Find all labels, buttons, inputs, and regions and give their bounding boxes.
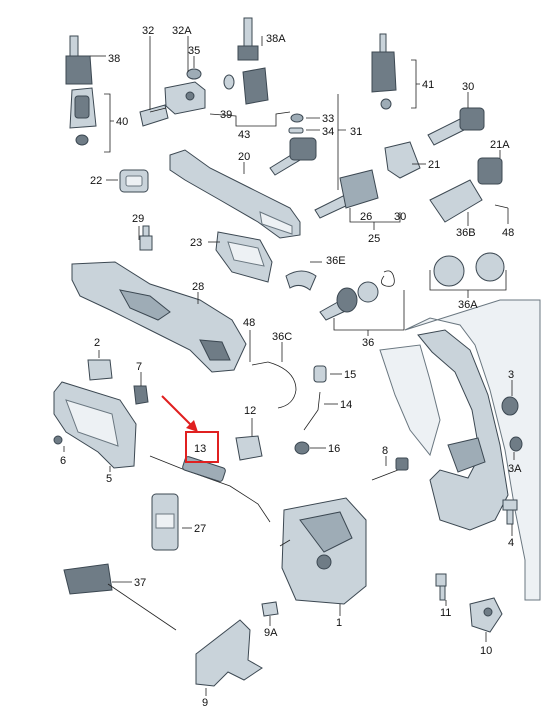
lock-barrel-36B: [429, 157, 509, 223]
leader-lines: [63, 36, 515, 696]
callout-36: 36: [362, 337, 374, 349]
callout-10: 10: [480, 645, 492, 657]
callout-37: 37: [134, 577, 146, 589]
callout-9A: 9A: [264, 627, 278, 639]
callout-32: 32: [142, 25, 154, 37]
clip-9A: [261, 601, 279, 617]
callout-30: 30: [394, 211, 406, 223]
callout-48-a: 48: [502, 227, 514, 239]
remote-key-41: [371, 33, 397, 110]
lock-barrel-36: [319, 270, 395, 321]
lock-cylinder-32: [139, 68, 206, 127]
callout-9: 9: [202, 697, 208, 709]
callout-30-top: 30: [462, 81, 474, 93]
callout-28: 28: [192, 281, 204, 293]
callout-35: 35: [188, 45, 200, 57]
lock-barrel-26: [314, 141, 421, 219]
callout-32A: 32A: [172, 25, 192, 37]
tool-37: [63, 563, 177, 631]
callout-27: 27: [194, 523, 206, 535]
key-31: [269, 113, 317, 176]
callout-33: 33: [322, 113, 334, 125]
callout-31: 31: [350, 126, 362, 138]
callout-3A: 3A: [508, 463, 522, 475]
callout-14: 14: [340, 399, 352, 411]
highlight-part-13: [161, 395, 219, 463]
callout-6: 6: [60, 455, 66, 467]
callout-29: 29: [132, 213, 144, 225]
bolt-4: [502, 499, 518, 525]
callout-15: 15: [344, 369, 356, 381]
callout-2: 2: [94, 337, 100, 349]
callout-34: 34: [322, 126, 334, 138]
callout-36A: 36A: [458, 299, 478, 311]
inner-handle-5: [53, 381, 137, 469]
callout-38A: 38A: [266, 33, 286, 45]
callout-39: 39: [220, 109, 232, 121]
callout-36B: 36B: [456, 227, 476, 239]
grease-can-27: [151, 493, 179, 551]
gasket-23: [215, 231, 273, 283]
bracket-9: [195, 619, 263, 687]
wire-36C: [251, 361, 297, 409]
bolt-11: [435, 573, 447, 601]
rod-14: [294, 365, 327, 455]
callout-26: 26: [360, 211, 372, 223]
callout-5: 5: [106, 473, 112, 485]
clip-2: [87, 359, 113, 381]
cap-3: [501, 396, 523, 452]
callout-21A: 21A: [490, 139, 510, 151]
callout-20: 20: [238, 151, 250, 163]
callout-labels: 38 32 32A 35 38A 39 43 40 41 30 33 34 31…: [60, 25, 522, 709]
rings-36A: [433, 252, 505, 287]
handle-carrier-28: [71, 261, 247, 373]
callout-11: 11: [440, 607, 451, 619]
clip-7: [133, 385, 149, 405]
callout-36C: 36C: [272, 331, 292, 343]
gasket-22: [119, 169, 149, 193]
callout-38: 38: [108, 53, 120, 65]
callout-23: 23: [190, 237, 202, 249]
key-38A: [223, 17, 269, 105]
callout-4: 4: [508, 537, 514, 549]
clip-36E: [285, 270, 317, 291]
callout-13: 13: [194, 443, 206, 455]
callout-36E: 36E: [326, 255, 346, 267]
callout-48-b: 48: [243, 317, 255, 329]
remote-key-40: [69, 87, 97, 146]
key-38: [65, 35, 93, 85]
outer-handle-20: [169, 149, 301, 239]
callout-8: 8: [382, 445, 388, 457]
bolt-29: [139, 225, 153, 251]
callout-7: 7: [136, 361, 142, 373]
callout-40: 40: [116, 116, 128, 128]
clip-12: [235, 435, 263, 461]
rod-8: [371, 457, 409, 481]
callout-43: 43: [238, 129, 250, 141]
striker-10: [469, 597, 503, 633]
callout-21: 21: [428, 159, 440, 171]
key-30-top: [427, 107, 485, 146]
callout-22: 22: [90, 175, 102, 187]
callout-16: 16: [328, 443, 340, 455]
callout-25: 25: [368, 233, 380, 245]
callout-12: 12: [244, 405, 256, 417]
callout-41: 41: [422, 79, 434, 91]
callout-1: 1: [336, 617, 342, 629]
door-frame: [379, 299, 541, 601]
callout-3: 3: [508, 369, 514, 381]
door-lock-1: [279, 497, 367, 605]
